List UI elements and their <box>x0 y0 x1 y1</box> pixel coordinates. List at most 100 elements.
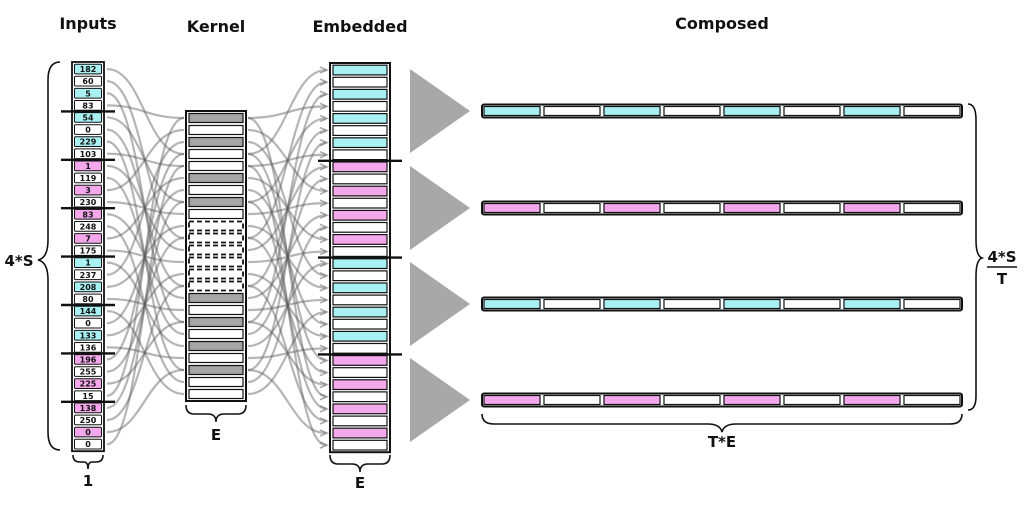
kernel-row <box>188 352 244 364</box>
kernel-to-embedded-curve <box>247 93 327 324</box>
composed-row <box>481 103 963 119</box>
curve-arrowhead <box>319 126 330 135</box>
embedded-cell <box>332 197 388 209</box>
composed-height-numerator: 4*S <box>987 248 1016 266</box>
curve-arrowhead <box>319 211 330 219</box>
input-cell <box>74 221 102 232</box>
embedded-cell <box>332 355 388 366</box>
inputs-column: 1826058354022910311193230832487175123720… <box>71 61 105 453</box>
input-cell-value: 196 <box>80 355 97 364</box>
composed-segment <box>663 202 721 214</box>
input-to-kernel-curve <box>106 152 185 168</box>
kernel-row <box>188 124 244 136</box>
composed-segment <box>603 394 661 406</box>
input-cell-value: 5 <box>85 89 91 98</box>
input-cell <box>74 233 102 244</box>
kernel-to-embedded-curve <box>247 272 327 338</box>
composed-segment <box>843 394 901 406</box>
input-to-kernel-curve <box>106 176 185 336</box>
input-to-kernel-curve <box>106 224 185 288</box>
input-cell <box>74 354 102 365</box>
composed-height-denominator: T <box>997 270 1008 288</box>
input-cell <box>74 87 102 99</box>
composed-row <box>481 296 963 312</box>
inputs-group-separators <box>61 110 115 403</box>
curve-arrowhead <box>319 380 330 389</box>
kernel-to-embedded-curve <box>247 152 327 362</box>
kernel-row <box>188 292 244 304</box>
composed-segment <box>603 298 661 310</box>
embedded-cell <box>332 342 388 354</box>
input-to-kernel-curve <box>106 272 185 337</box>
embedded-column <box>329 62 391 454</box>
curve-arrowhead <box>319 332 330 340</box>
embedded-width-brace <box>329 454 391 473</box>
composed-rows <box>481 103 963 408</box>
inputs-height-label: 4*S <box>4 252 33 270</box>
input-cell-value: 255 <box>80 368 97 377</box>
input-cell <box>74 124 102 135</box>
input-to-kernel-curve <box>106 140 185 372</box>
kernel-row <box>188 112 244 124</box>
embedded-cell <box>332 258 388 270</box>
curve-arrowhead <box>319 66 330 74</box>
kernel-row-unused <box>188 232 244 244</box>
input-cell-value: 1 <box>85 259 91 268</box>
input-cell-value: 83 <box>82 101 93 110</box>
composed-segment <box>663 105 721 117</box>
embedded-cell <box>332 415 388 427</box>
input-cell-value: 175 <box>80 247 97 256</box>
composed-segment <box>723 394 781 406</box>
embedded-cell <box>332 330 388 342</box>
input-cell-value: 7 <box>85 234 91 243</box>
kernel-row-unused <box>188 244 244 256</box>
kernel-width-label: E <box>211 426 221 444</box>
kernel-to-embedded-curve <box>247 236 327 374</box>
kernel-to-embedded-curve <box>247 141 327 372</box>
embedded-cell <box>332 427 388 439</box>
curve-arrowhead <box>319 235 330 244</box>
input-cell <box>74 438 102 450</box>
input-to-kernel-curve <box>106 309 185 396</box>
input-to-kernel-curve <box>106 152 185 361</box>
kernel-to-embedded-curve <box>247 129 327 288</box>
input-to-kernel-curve <box>106 261 185 348</box>
composed-width-label: T*E <box>708 433 736 451</box>
input-cell-value: 230 <box>80 198 97 207</box>
kernel-to-embedded-curve <box>247 298 327 312</box>
input-cell <box>74 414 102 426</box>
embedded-cell <box>332 439 388 451</box>
input-to-kernel-curve <box>106 104 185 120</box>
curve-arrowhead <box>319 356 330 365</box>
kernel-row <box>188 196 244 208</box>
composed-segment <box>603 202 661 214</box>
input-to-kernel-curve <box>106 92 185 324</box>
composed-segment <box>543 394 601 406</box>
kernel-row-unused <box>188 256 244 268</box>
curve-arrowhead <box>319 78 330 86</box>
compose-arrow <box>410 358 470 442</box>
kernel-row <box>188 148 244 160</box>
embedded-cell <box>332 391 388 403</box>
composed-segment <box>723 298 781 310</box>
embedded-cell <box>332 294 388 306</box>
kernel-to-embedded-curve <box>247 116 327 398</box>
inputs-header: Inputs <box>59 14 116 33</box>
kernel-to-embedded-curve <box>247 164 327 447</box>
input-to-kernel-curve <box>106 249 185 264</box>
input-cell <box>74 426 102 438</box>
kernel-to-embedded-curve <box>247 153 327 168</box>
input-cell-value: 0 <box>85 319 91 328</box>
input-cell <box>74 100 102 111</box>
kernel-to-embedded-curve <box>247 176 327 241</box>
input-to-kernel-curve <box>106 213 185 300</box>
compose-arrow <box>410 166 470 250</box>
embedded-cell <box>332 318 388 330</box>
composed-segment <box>783 394 841 406</box>
composed-header: Composed <box>675 14 769 33</box>
composed-segment <box>783 202 841 214</box>
composed-segment <box>483 202 541 214</box>
curve-arrowhead <box>319 138 330 147</box>
kernel-row <box>188 364 244 376</box>
curve-arrowhead <box>319 296 330 304</box>
